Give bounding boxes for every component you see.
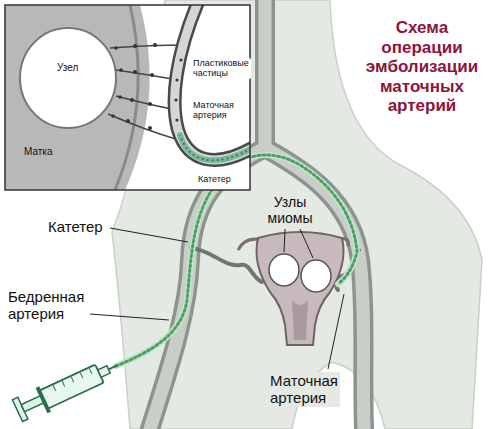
inset-illustration-part-part-part: [179, 58, 182, 61]
part-label: Маточная артерия: [191, 100, 236, 121]
inset-illustration-part-part-part: [175, 118, 178, 121]
inset-illustration-part-part-part: [148, 126, 152, 130]
inset-illustration-part-part: [111, 43, 157, 130]
leader-lines-part: [300, 229, 313, 258]
artery-vessels-part: [191, 248, 262, 282]
leader-lines-part: [110, 228, 188, 242]
inset-illustration-part: [5, 5, 250, 190]
inset-illustration-part-part: [175, 5, 250, 160]
uterus-part: [257, 232, 344, 345]
fibroid-nodes-part: [269, 254, 299, 286]
part-label: Катетер: [46, 218, 105, 235]
syringe-part: [109, 366, 117, 370]
part-label: Пластиковые частицы: [191, 58, 251, 79]
inset-illustration-part-part: [180, 135, 250, 160]
inset-illustration-part-part-part: [108, 114, 179, 140]
part-label: Бедренная артерия: [6, 288, 86, 323]
fibroid-nodes-part: [301, 260, 331, 292]
inset-illustration-part-part-part: [119, 68, 123, 72]
uterus-part: [292, 300, 308, 340]
diagram-title: Схема операции эмболизации маточных арте…: [366, 18, 478, 116]
inset-illustration-part-part-part: [175, 78, 178, 81]
syringe-part: [98, 366, 110, 377]
inset-illustration: [5, 2, 256, 190]
artery-vessels-part: [255, 0, 275, 148]
inset-illustration-part-part-part: [114, 46, 118, 50]
syringe-part: [39, 365, 104, 409]
part-label: Узел: [55, 62, 80, 74]
inset-illustration-part-part-part: [153, 43, 157, 47]
inset-illustration-part-part-part: [133, 70, 137, 74]
part-label: Матка: [22, 146, 55, 158]
uterus: [238, 232, 348, 345]
fibroid-nodes: [269, 254, 331, 292]
inset-illustration-part-part-part: [150, 73, 154, 77]
inset-illustration-part-part: [115, 5, 138, 190]
inset-illustration-part-part-part: [130, 98, 134, 102]
inset-illustration-part-part-part: [116, 70, 178, 80]
inset-illustration-part-part-part: [148, 102, 152, 106]
inset-illustration-part-part: [5, 5, 150, 190]
inset-illustration-part-part: [175, 5, 250, 160]
leader-lines-part: [284, 229, 285, 252]
inset-illustration-part-part-part: [174, 98, 177, 101]
inset-illustration-part-part-part: [110, 45, 186, 48]
inset-illustration-part-part-part: [126, 119, 130, 123]
inset-illustration-part-part-part: [118, 95, 122, 99]
artery-vessels-part: [259, 0, 272, 148]
part-label: Узлы миомы: [266, 194, 315, 226]
inset-illustration-part-part: [180, 135, 250, 160]
part-label: Катетер: [196, 174, 233, 184]
inset-illustration-part-part-part: [111, 114, 115, 118]
inset-illustration-part: [5, 5, 250, 190]
inset-illustration-part-part-part: [133, 44, 137, 48]
artery-vessels: [150, 0, 364, 429]
inset-illustration-part-part: [20, 28, 116, 128]
syringe: [12, 353, 123, 424]
leader-lines: [90, 228, 344, 369]
leader-lines-part: [328, 294, 344, 369]
syringe-part: [53, 368, 92, 390]
leader-lines-part: [90, 314, 169, 320]
inset-illustration-part-part: [174, 58, 182, 121]
syringe-part: [36, 386, 51, 413]
part-label: Маточная артерия: [268, 372, 340, 407]
